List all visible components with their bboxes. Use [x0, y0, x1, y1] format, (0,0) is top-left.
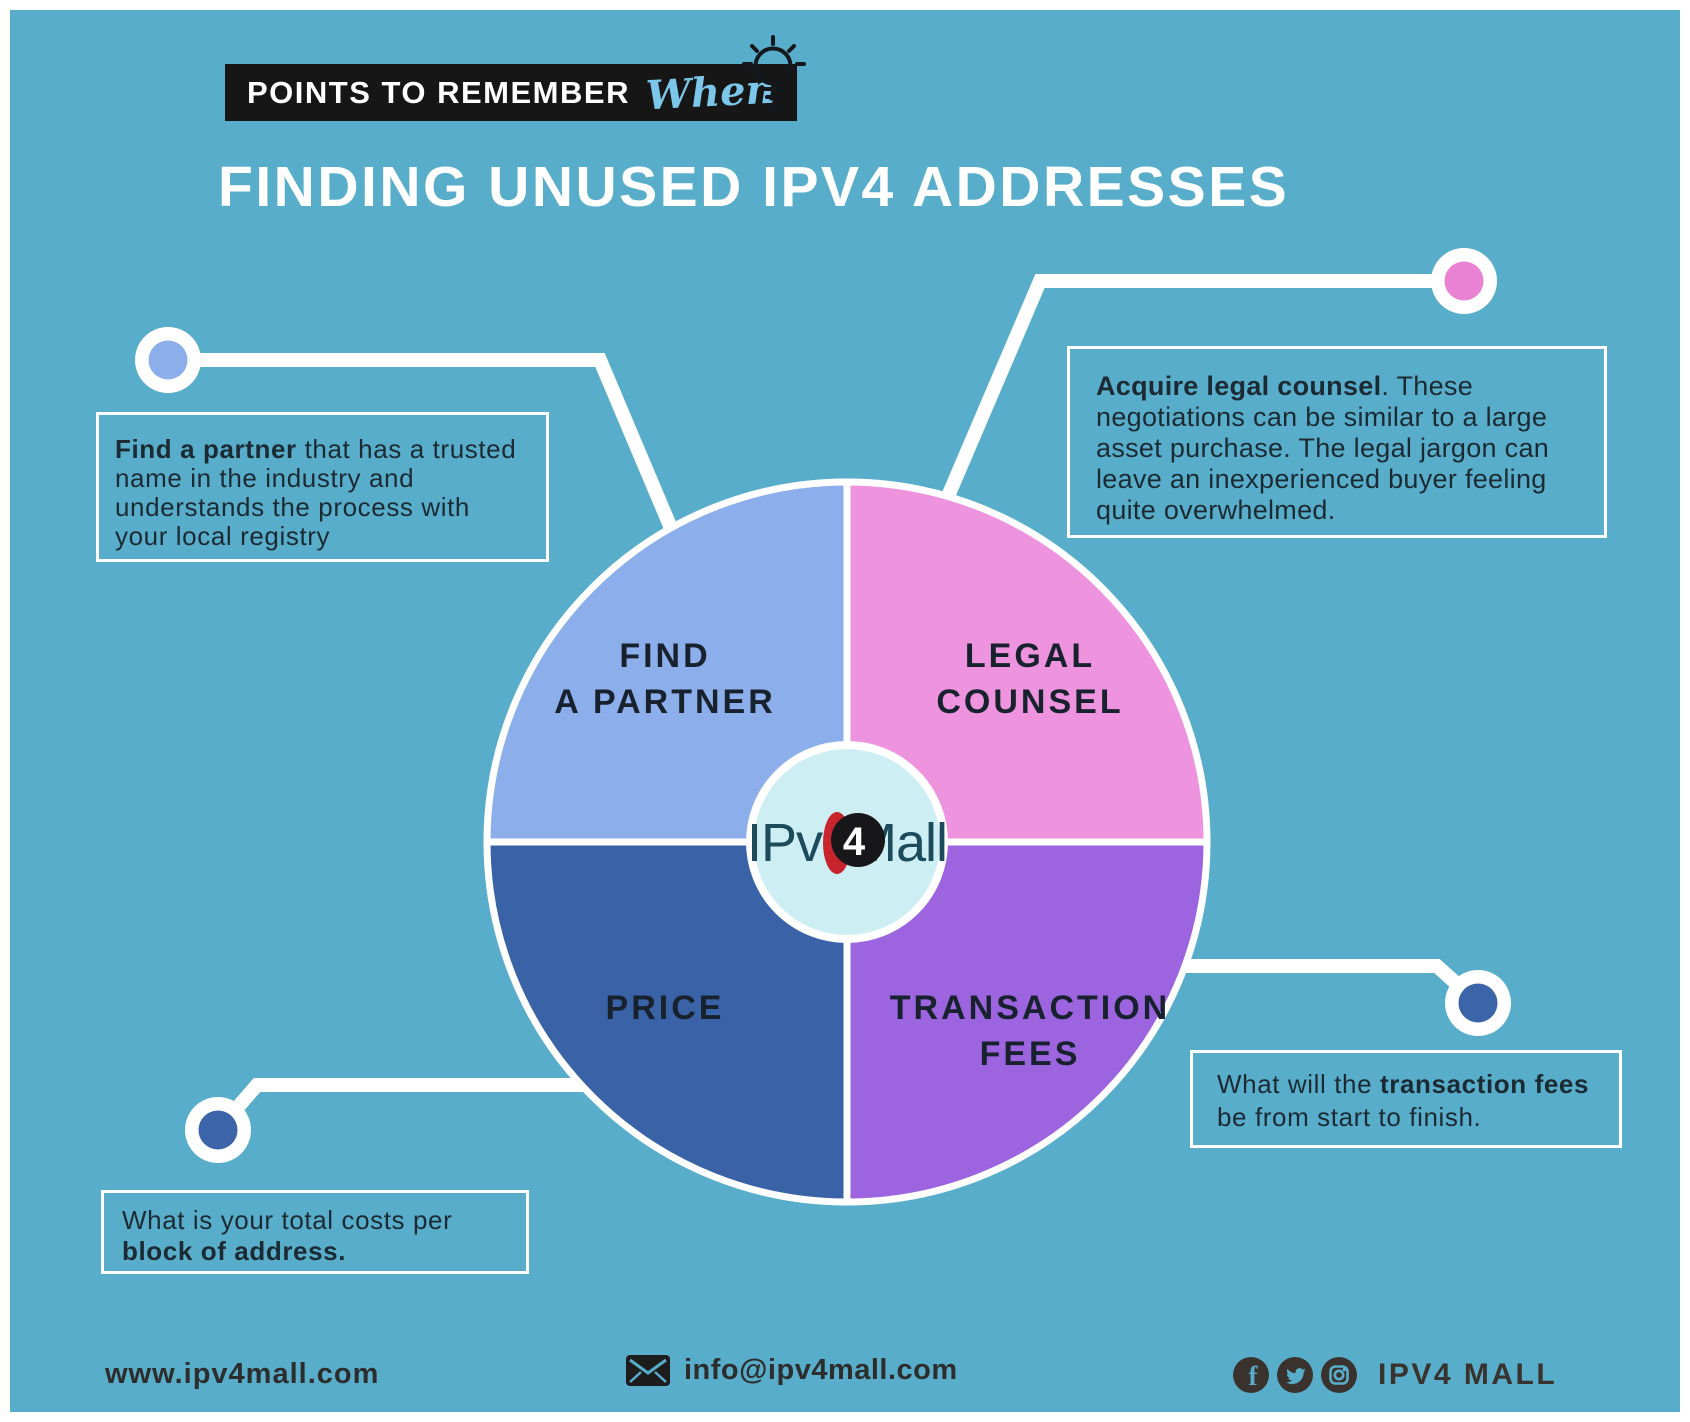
instagram-icon: [1321, 1357, 1357, 1393]
email-fold-right: [654, 1371, 667, 1383]
facebook-circle: [1233, 1357, 1269, 1393]
ipv4mall-logo: IPv 4 Mall: [747, 795, 948, 890]
pie-label-price: PRICE: [495, 985, 835, 1031]
page-title: FINDING UNUSED IPV4 ADDRESSES: [218, 155, 1290, 220]
footer-email: info@ipv4mall.com: [684, 1354, 958, 1386]
callout-text-pre: What is your total costs per: [122, 1205, 453, 1235]
callout-text-bold: Acquire legal counsel: [1096, 371, 1382, 401]
callout-text-pre: What will the: [1217, 1069, 1381, 1099]
instagram-lens: [1333, 1369, 1345, 1381]
twitter-glyph: [1286, 1368, 1306, 1385]
connector-transaction-fees: [1180, 959, 1483, 1009]
dot-fill: [1458, 983, 1498, 1023]
callout-text-bold: transaction fees: [1380, 1069, 1590, 1099]
email-icon: [626, 1355, 670, 1386]
pie-label-find-a-partner: FIND A PARTNER: [495, 633, 835, 725]
pie-slice-legal-counsel: [843, 478, 1211, 846]
footer-brand: IPV4 MALL: [1378, 1358, 1558, 1391]
logo-4-badge: 4: [823, 811, 886, 874]
callout-find-a-partner: Find a partner that has a trusted name i…: [96, 412, 549, 562]
pie-slice-transaction-fees: [843, 838, 1211, 1206]
dot-find-a-partner: [135, 327, 201, 393]
bulb-ray-left-diag: [750, 44, 759, 53]
logo-text-4: 4: [842, 820, 866, 864]
pie-label-line: PRICE: [605, 989, 725, 1027]
pie-label-line: TRANSACTION: [889, 989, 1171, 1027]
bulb-glass: [753, 46, 793, 86]
instagram-frame: [1329, 1365, 1349, 1385]
callout-text-bold: Find a partner: [115, 434, 297, 464]
twitter-icon: [1277, 1357, 1313, 1393]
dot-fill: [198, 1110, 238, 1150]
dot-transaction-fees: [1445, 970, 1511, 1036]
dot-price: [185, 1097, 251, 1163]
callout-text-rest: that has a trusted name in the industry …: [115, 434, 517, 551]
footer-social-group: f IPV4 MALL: [1232, 1356, 1557, 1394]
footer-website: www.ipv4mall.com: [105, 1358, 380, 1390]
pie-label-line: LEGAL: [964, 637, 1096, 675]
pie-label-line: COUNSEL: [936, 683, 1124, 721]
lightbulb-outline: [742, 35, 806, 99]
pie-label-line: FEES: [979, 1035, 1081, 1073]
pie-label-line: FIND: [619, 637, 711, 675]
dot-legal-counsel: [1431, 248, 1497, 314]
logo-text-ipv: IPv: [747, 812, 823, 873]
dot-fill: [1444, 261, 1484, 301]
callout-legal-counsel: Acquire legal counsel. These negotiation…: [1067, 346, 1607, 538]
connector-legal-counsel: [933, 274, 1464, 518]
callout-transaction-fees: What will the transaction fees be from s…: [1190, 1050, 1622, 1148]
lightbulb-icon: [742, 35, 806, 112]
pie-slice-price: [483, 838, 851, 1206]
callout-text-rest: be from start to finish.: [1217, 1102, 1482, 1132]
instagram-circle: [1321, 1357, 1357, 1393]
facebook-icon: f: [1233, 1357, 1269, 1393]
email-fold-left: [629, 1371, 642, 1383]
bulb-tip: [768, 104, 778, 112]
email-body: [626, 1355, 670, 1386]
badge-label: POINTS TO REMEMBER: [247, 74, 630, 110]
facebook-glyph: f: [1249, 1361, 1259, 1391]
pie-slice-find-a-partner: [483, 478, 851, 846]
callout-text-bold: block of address.: [122, 1236, 347, 1266]
connector-price: [212, 1078, 590, 1135]
email-flap: [629, 1358, 667, 1375]
callout-text-rest: . These negotiations can be similar to a…: [1096, 371, 1550, 525]
connector-find-a-partner: [168, 353, 683, 543]
pie-label-legal-counsel: LEGAL COUNSEL: [860, 633, 1200, 725]
instagram-dot: [1342, 1367, 1346, 1372]
pie-label-line: A PARTNER: [554, 683, 776, 721]
logo-4-badge-dark: [831, 812, 886, 867]
dot-fill: [148, 340, 188, 380]
bulb-ray-right-diag: [787, 44, 796, 53]
pie-label-transaction-fees: TRANSACTION FEES: [855, 985, 1205, 1077]
callout-price: What is your total costs per block of ad…: [101, 1190, 529, 1274]
header-badge: POINTS TO REMEMBER When: [225, 64, 797, 121]
footer-email-group: info@ipv4mall.com: [626, 1354, 958, 1387]
